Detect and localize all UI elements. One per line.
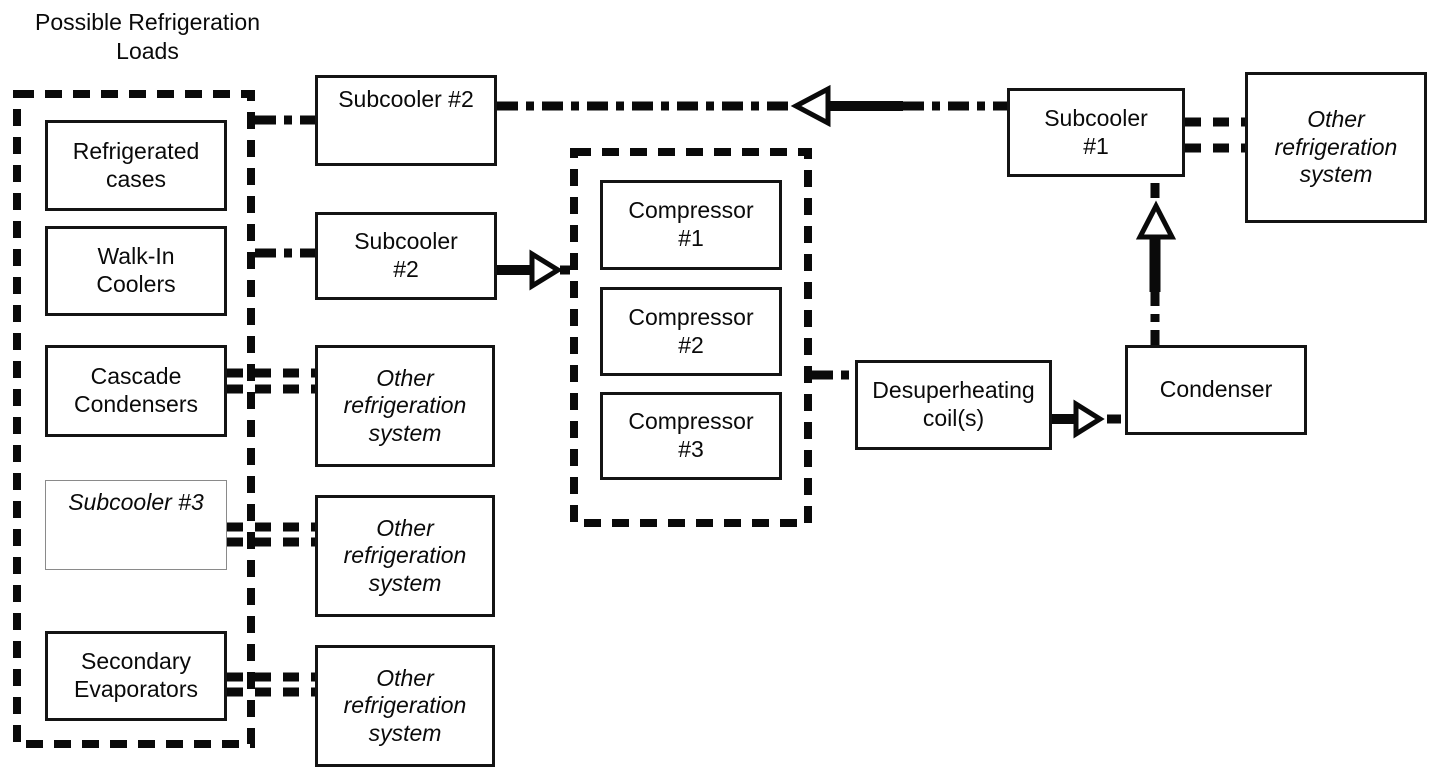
node-other-refrigeration-system-2: Other refrigeration system — [315, 495, 495, 617]
edge-subcooler2-to-compressors — [497, 249, 570, 291]
node-walk-in-coolers: Walk-In Coolers — [45, 226, 227, 316]
node-secondary-evaporators: Secondary Evaporators — [45, 631, 227, 721]
node-compressor-3: Compressor #3 — [600, 392, 782, 480]
edge-subcooler1-to-other4 — [1185, 117, 1245, 153]
node-compressor-2: Compressor #2 — [600, 287, 782, 376]
edge-condenser-to-subcooler1 — [1135, 183, 1177, 345]
node-cascade-condensers: Cascade Condensers — [45, 345, 227, 437]
node-desuperheating-coils: Desuperheating coil(s) — [855, 360, 1052, 450]
edge-secondary-evaporators-to-other3 — [227, 672, 315, 697]
node-subcooler-2-top: Subcooler #2 — [315, 75, 497, 166]
compressors-group-dashed-border — [570, 148, 812, 527]
node-subcooler-1: Subcooler #1 — [1007, 88, 1185, 177]
node-other-refrigeration-system-3: Other refrigeration system — [315, 645, 495, 767]
left-arrowhead-icon — [790, 84, 831, 128]
diagram-title: Possible Refrigeration Loads — [34, 9, 260, 64]
node-condenser: Condenser — [1125, 345, 1307, 435]
node-subcooler-3: Subcooler #3 — [45, 480, 227, 570]
edge-subcooler3-to-other2 — [227, 522, 315, 547]
right-arrowhead-icon — [1073, 399, 1105, 439]
edge-cascade-to-other1 — [227, 368, 315, 394]
loads-group-dashed-border — [13, 90, 255, 748]
node-subcooler-2: Subcooler #2 — [315, 212, 497, 300]
node-compressor-1: Compressor #1 — [600, 180, 782, 270]
up-arrowhead-icon — [1135, 200, 1177, 240]
right-arrowhead-icon — [529, 249, 563, 291]
edge-subcooler1-to-subcooler2-top — [497, 84, 1007, 128]
edge-desuperheating-to-condenser — [1052, 399, 1121, 439]
node-other-refrigeration-system-4: Other refrigeration system — [1245, 72, 1427, 223]
node-other-refrigeration-system-1: Other refrigeration system — [315, 345, 495, 467]
node-refrigerated-cases: Refrigerated cases — [45, 120, 227, 211]
